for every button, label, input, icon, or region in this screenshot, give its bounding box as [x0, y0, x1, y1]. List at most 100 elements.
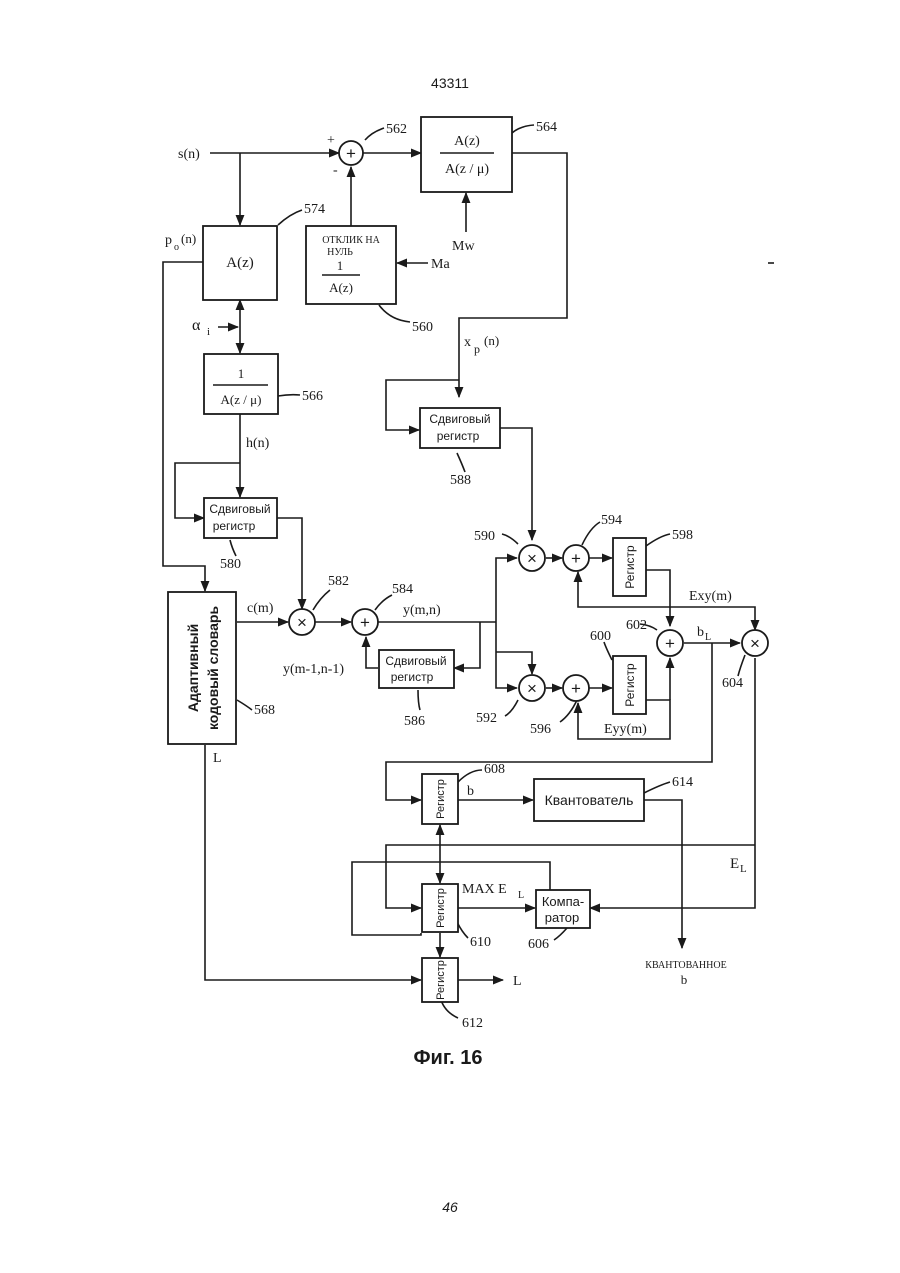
label-alpha: α	[192, 317, 201, 334]
block-568-line1: Адаптивный	[185, 624, 201, 712]
block-566-numerator: 1	[238, 366, 245, 381]
label-ma: Ma	[431, 257, 450, 272]
label-max-el-sub: L	[518, 890, 524, 901]
label-xp-sub: p	[474, 342, 480, 356]
block-580-line1: Сдвиговый	[209, 502, 270, 516]
block-588-line1: Сдвиговый	[429, 412, 490, 426]
ref-596: 596	[530, 722, 551, 737]
label-h-n: h(n)	[246, 436, 270, 451]
block-606-line2: ратор	[545, 910, 579, 925]
block-598-label: Регистр	[623, 545, 637, 589]
label-xp: x	[464, 335, 471, 350]
block-606-comparator: Компа- ратор	[536, 890, 590, 928]
block-598-register: Регистр	[613, 538, 646, 596]
block-580-shift-register: Сдвиговый регистр	[204, 498, 277, 538]
label-xp-arg: (n)	[484, 333, 499, 348]
label-y-m1: y(m-1,n-1)	[283, 662, 344, 677]
label-l-out: L	[513, 974, 522, 989]
label-quantized-2: b	[681, 972, 688, 987]
label-max-el: MAX E	[462, 882, 507, 897]
label-p0-sub: o	[174, 242, 179, 253]
label-alpha-sub: i	[207, 326, 210, 338]
label-l-left: L	[213, 751, 222, 766]
block-586-shift-register: Сдвиговый регистр	[379, 650, 454, 688]
block-564-numerator: A(z)	[454, 134, 480, 149]
ref-614: 614	[672, 775, 693, 790]
block-608-register: Регистр	[422, 774, 458, 824]
block-566-denominator: A(z / μ)	[221, 392, 262, 407]
ref-612: 612	[462, 1016, 483, 1031]
ref-588: 588	[450, 473, 471, 488]
block-564-weighting-filter: A(z) A(z / μ)	[421, 117, 512, 192]
block-564-denominator: A(z / μ)	[445, 162, 489, 177]
label-minus: -	[333, 163, 338, 178]
block-614-label: Квантователь	[545, 792, 634, 808]
ref-584: 584	[392, 582, 413, 597]
summer-596-sign: +	[571, 679, 581, 698]
doc-number: 43311	[431, 75, 469, 91]
summer-562-sign: +	[346, 144, 356, 163]
label-plus: +	[327, 133, 335, 148]
block-568-line2: кодовый словарь	[205, 606, 221, 730]
summer-562: +	[339, 141, 363, 165]
summer-596: +	[563, 675, 589, 701]
ref-598: 598	[672, 528, 693, 543]
block-566-weighted-synthesis: 1 A(z / μ)	[204, 354, 278, 414]
summer-584-sign: +	[360, 613, 370, 632]
multiplier-582-sign: ×	[297, 613, 307, 632]
ref-566: 566	[302, 389, 323, 404]
block-608-label: Регистр	[435, 779, 447, 819]
ref-610: 610	[470, 935, 491, 950]
block-610-register: Регистр	[422, 884, 458, 932]
multiplier-582: ×	[289, 609, 315, 635]
block-610-label: Регистр	[435, 888, 447, 928]
label-el-sub: L	[740, 863, 747, 875]
multiplier-592-sign: ×	[527, 679, 537, 698]
block-600-register: Регистр	[613, 656, 646, 714]
ref-560: 560	[412, 320, 433, 335]
block-560-numerator: 1	[337, 258, 344, 273]
ref-604: 604	[722, 676, 743, 691]
summer-584: +	[352, 609, 378, 635]
ref-592: 592	[476, 711, 497, 726]
ref-594: 594	[601, 513, 622, 528]
label-c-m: c(m)	[247, 601, 274, 616]
label-b: b	[467, 784, 474, 799]
block-568-adaptive-codebook: Адаптивный кодовый словарь	[168, 592, 236, 744]
block-560-line2: НУЛЬ	[327, 247, 353, 258]
label-eyy: Eyy(m)	[604, 722, 647, 737]
summer-602-sign: +	[665, 634, 675, 653]
label-mw: Mw	[452, 239, 475, 254]
multiplier-590-sign: ×	[527, 549, 537, 568]
ref-580: 580	[220, 557, 241, 572]
summer-602: +	[657, 630, 683, 656]
ref-608: 608	[484, 762, 505, 777]
block-588-line2: регистр	[437, 429, 480, 443]
label-y-mn: y(m,n)	[403, 603, 441, 618]
ref-568: 568	[254, 703, 275, 718]
label-bl: b	[697, 625, 704, 640]
block-612-register: Регистр	[422, 958, 458, 1002]
label-el: E	[730, 856, 739, 872]
summer-594: +	[563, 545, 589, 571]
multiplier-604: ×	[742, 630, 768, 656]
block-560-zero-response: ОТКЛИК НА НУЛЬ 1 A(z)	[306, 226, 396, 304]
block-560-denominator: A(z)	[329, 280, 353, 295]
multiplier-604-sign: ×	[750, 634, 760, 653]
block-612-label: Регистр	[435, 960, 447, 1000]
block-560-line1: ОТКЛИК НА	[322, 235, 380, 246]
summer-594-sign: +	[571, 549, 581, 568]
ref-600: 600	[590, 629, 611, 644]
figure-caption: Фиг. 16	[413, 1047, 482, 1069]
block-586-line1: Сдвиговый	[385, 654, 446, 668]
block-574-label: A(z)	[226, 255, 253, 271]
ref-582: 582	[328, 574, 349, 589]
label-exy: Exy(m)	[689, 589, 732, 604]
block-600-label: Регистр	[623, 663, 637, 707]
ref-586: 586	[404, 714, 425, 729]
ref-590: 590	[474, 529, 495, 544]
block-586-line2: регистр	[391, 670, 434, 684]
block-606-line1: Компа-	[542, 894, 584, 909]
label-p0-arg: (n)	[181, 231, 196, 246]
